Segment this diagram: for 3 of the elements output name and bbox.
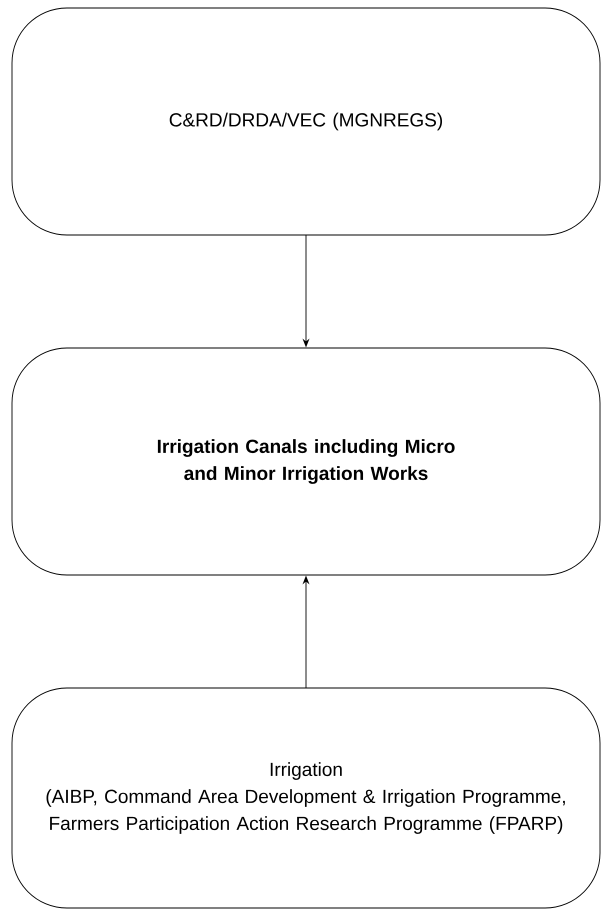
rounded-box: Irrigation Canals including Micro and Minor Irrigation Works <box>12 348 600 576</box>
rounded-box: Irrigation (AIBP, Command Area Development & Irrigation Programme, Farmers Participation Action Research Programme (FPARP) <box>12 688 600 908</box>
rounded-box: C&RD/DRDA/VEC (MGNREGS) <box>12 8 600 236</box>
